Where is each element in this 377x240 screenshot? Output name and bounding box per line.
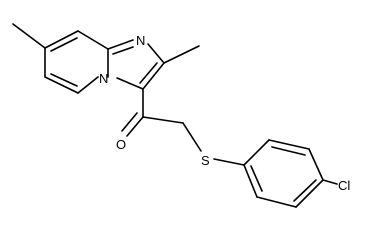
atom-s-thioether: S [201,153,210,168]
bond-ch2-s [182,122,202,152]
bond-ar6-ar1-inner [250,165,263,192]
bond-n1-c2 [147,43,165,64]
bond-c7-c8-inner [50,37,78,52]
structure-canvas: N N O S Cl [12,23,350,208]
bond-c8-c8a [77,30,109,50]
bond-ar4-ar5-inner [293,179,317,202]
atom-cl-chlorine: Cl [338,178,350,193]
atom-n-bridgehead: N [99,71,108,86]
bond-c8a-n1 [107,39,134,50]
bond-ar4-ar5 [295,179,324,208]
atom-o-carbonyl: O [116,137,126,152]
bond-carbonyl-o-double [121,112,138,132]
bond-c2-c3 [142,62,165,90]
bond-c2-c3-double [139,62,158,84]
bond-c5-c6 [44,76,79,94]
bond-c3-n4 [116,77,144,90]
bond-ar3-ar4 [308,148,324,181]
bond-ar4-cl [322,179,338,185]
bond-carbonyl-ch2 [142,116,184,124]
bond-ar2-ar3-inner [271,146,306,156]
bond-ar6-ar1 [243,164,258,198]
bond-c7-methyl [12,23,46,49]
bond-ar5-ar6 [256,196,297,208]
bond-c8a-n1-double [112,46,134,55]
bond-carbonyl-o [126,116,144,137]
bond-ar2-ar3 [268,139,310,150]
bond-s-aryl [213,158,245,166]
bond-c7-c8 [44,30,79,49]
bond-c2-methyl [163,45,200,64]
bond-ar1-ar2 [243,139,270,166]
atom-n-imidazole: N [136,33,145,48]
bond-c5-c6-inner [50,73,78,87]
bond-n4-c5 [77,76,99,94]
molecule-structure: N N O S Cl [12,23,350,208]
